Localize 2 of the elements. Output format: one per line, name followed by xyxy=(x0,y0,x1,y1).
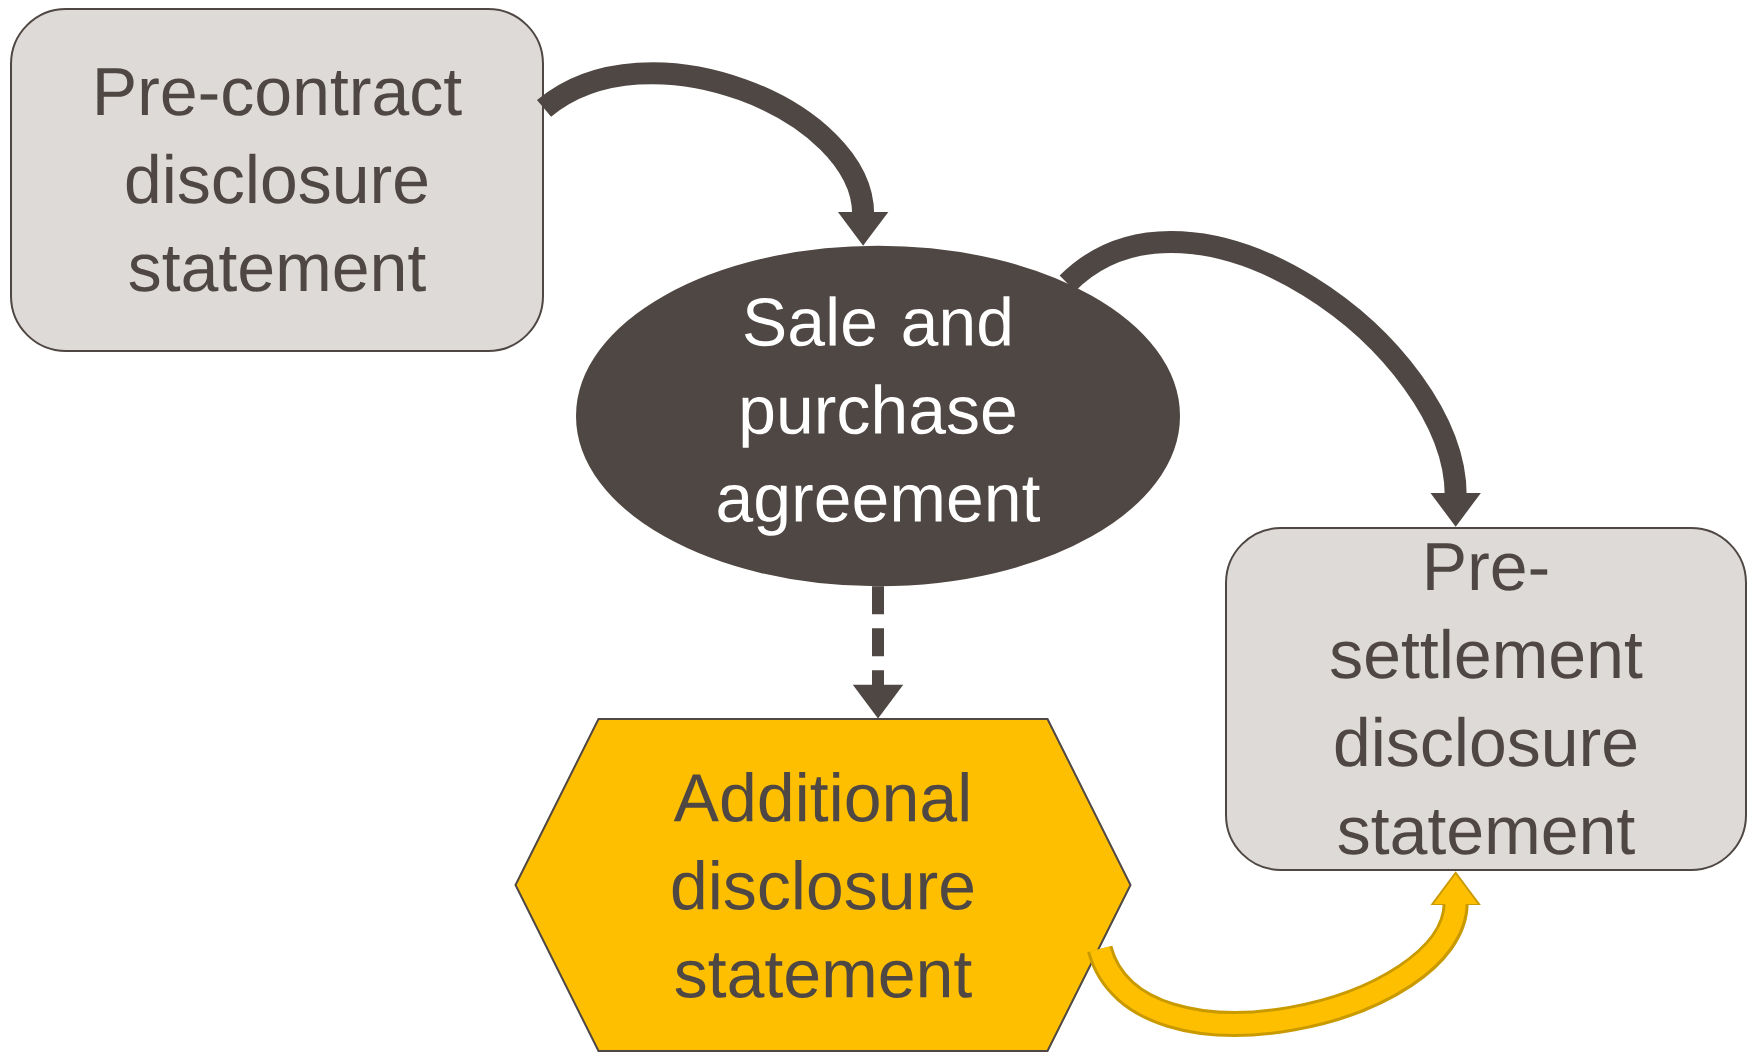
process-box: Pre-contract disclosure statement xyxy=(10,8,544,352)
process-box: Pre-settlement disclosure statement xyxy=(1225,527,1747,871)
